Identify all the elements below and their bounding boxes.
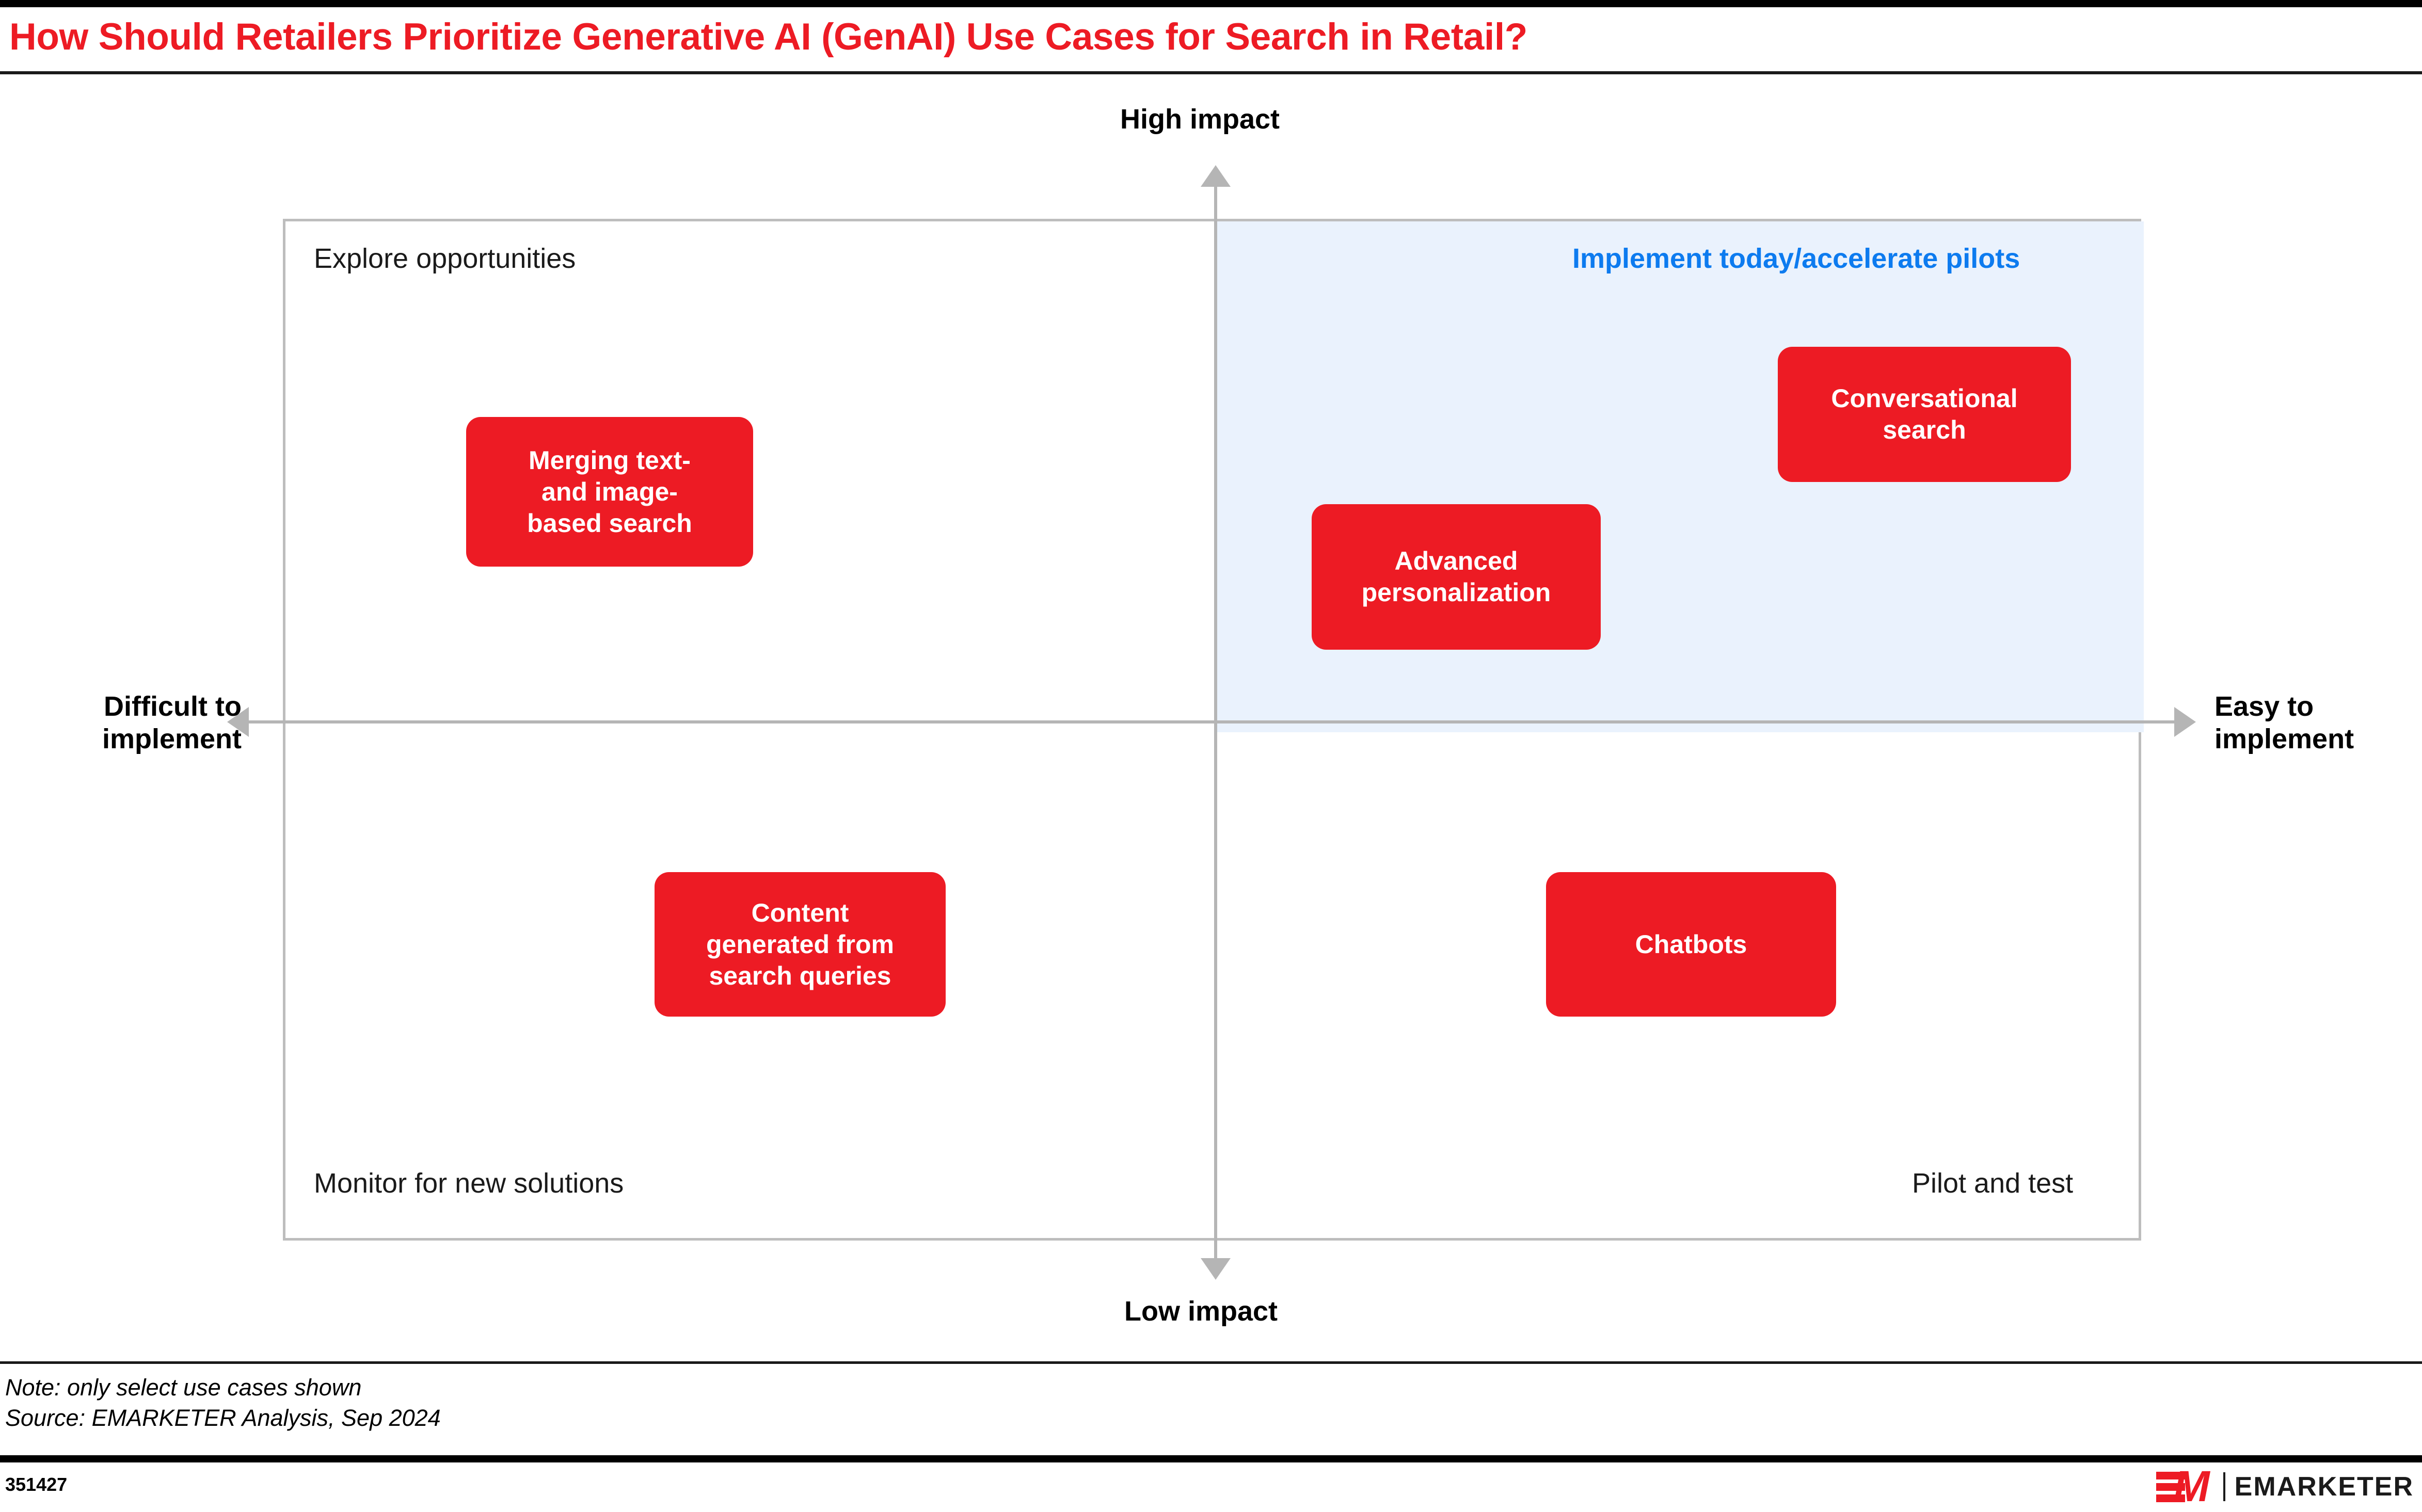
horizontal-axis-line bbox=[235, 720, 2189, 723]
footer-source-text: Source: EMARKETER Analysis, Sep 2024 bbox=[5, 1404, 441, 1431]
logo-bar-top bbox=[2156, 1472, 2188, 1479]
use-case-line-3: based search bbox=[527, 508, 692, 538]
axis-label-difficult-line1: Difficult to bbox=[104, 691, 242, 722]
use-case-line-2: and image- bbox=[541, 477, 678, 506]
axis-label-low-impact: Low impact bbox=[1124, 1296, 1278, 1327]
axis-label-easy-to-implement: Easy to implement bbox=[2214, 690, 2421, 755]
axis-label-difficult-to-implement: Difficult to implement bbox=[45, 690, 242, 755]
axis-label-easy-line1: Easy to bbox=[2214, 691, 2314, 722]
arrow-up-icon bbox=[1201, 165, 1231, 187]
use-case-line-2: search bbox=[1883, 415, 1966, 444]
use-case-line-1: Content bbox=[751, 898, 849, 927]
quadrant-caption-explore-opportunities: Explore opportunities bbox=[314, 243, 576, 274]
use-case-advanced-personalization[interactable]: Advanced personalization bbox=[1312, 504, 1601, 650]
footer-notes: Note: only select use cases shown Source… bbox=[5, 1373, 441, 1433]
use-case-content-generated-from-search-queries[interactable]: Content generated from search queries bbox=[655, 872, 946, 1017]
use-case-line-1: Chatbots bbox=[1635, 929, 1747, 959]
footer-note-text: Note: only select use cases shown bbox=[5, 1374, 362, 1401]
vertical-axis-line bbox=[1214, 181, 1217, 1266]
footer-top-divider bbox=[0, 1361, 2422, 1364]
use-case-label: Merging text- and image- based search bbox=[527, 445, 692, 539]
page-title: How Should Retailers Prioritize Generati… bbox=[9, 16, 1527, 58]
logo-divider bbox=[2223, 1472, 2225, 1501]
quadrant-caption-pilot-and-test: Pilot and test bbox=[1912, 1168, 2074, 1199]
axis-label-easy-line2: implement bbox=[2214, 723, 2354, 754]
arrow-left-icon bbox=[227, 707, 249, 737]
axis-label-difficult-line2: implement bbox=[102, 723, 242, 754]
title-divider bbox=[0, 71, 2422, 74]
use-case-line-1: Advanced bbox=[1394, 546, 1518, 575]
use-case-conversational-search[interactable]: Conversational search bbox=[1778, 347, 2071, 482]
use-case-chatbots[interactable]: Chatbots bbox=[1546, 872, 1836, 1017]
use-case-line-2: generated from bbox=[706, 929, 894, 959]
use-case-line-2: personalization bbox=[1361, 578, 1551, 607]
use-case-merging-text-and-image-based-search[interactable]: Merging text- and image- based search bbox=[466, 417, 753, 567]
logo-bar-middle bbox=[2156, 1483, 2185, 1491]
logo-m-letter: M bbox=[2173, 1462, 2210, 1510]
footer-bottom-divider bbox=[0, 1455, 2422, 1462]
logo-wordmark: EMARKETER bbox=[2234, 1472, 2414, 1502]
arrow-right-icon bbox=[2174, 707, 2196, 737]
quadrant-caption-monitor-for-new-solutions: Monitor for new solutions bbox=[314, 1168, 624, 1199]
top-divider bbox=[0, 0, 2422, 7]
use-case-line-1: Merging text- bbox=[529, 445, 691, 475]
use-case-label: Content generated from search queries bbox=[706, 897, 894, 992]
quadrant-caption-implement-today: Implement today/accelerate pilots bbox=[1572, 243, 2020, 274]
logo-bar-bottom bbox=[2156, 1494, 2185, 1502]
emarketer-logo-mark-icon: M bbox=[2156, 1462, 2214, 1510]
emarketer-logo: M EMARKETER bbox=[2156, 1462, 2414, 1510]
use-case-label: Chatbots bbox=[1635, 929, 1747, 960]
use-case-label: Conversational search bbox=[1831, 383, 2017, 446]
use-case-line-1: Conversational bbox=[1831, 384, 2018, 413]
axis-label-high-impact: High impact bbox=[1120, 104, 1280, 135]
chart-id: 351427 bbox=[5, 1474, 68, 1495]
use-case-label: Advanced personalization bbox=[1362, 545, 1551, 608]
arrow-down-icon bbox=[1201, 1258, 1231, 1280]
use-case-line-3: search queries bbox=[709, 961, 891, 990]
